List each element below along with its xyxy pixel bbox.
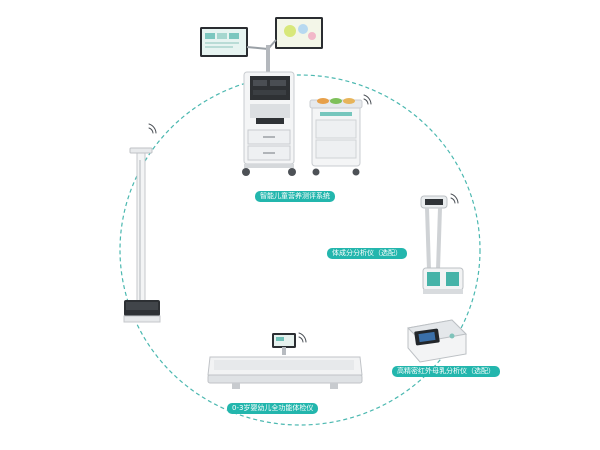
label-infant-checker: 0-3岁婴幼儿全功能体检仪 <box>227 403 319 414</box>
label-body-composition: 体成分分析仪（选配） <box>327 248 407 259</box>
wifi-icon <box>363 94 372 105</box>
right-monitor <box>275 17 323 49</box>
measurement-cabinet <box>309 98 363 176</box>
wifi-icon <box>450 193 459 204</box>
infant-checker <box>207 333 363 389</box>
wifi-icon <box>148 123 157 134</box>
connection-ring <box>119 74 481 426</box>
label-milk-analyzer: 高精密红外母乳分析仪（选配） <box>392 366 500 377</box>
label-nutrition-system: 智能儿童营养测评系统 <box>255 191 335 202</box>
body-composition-analyzer <box>420 195 464 294</box>
breast-milk-analyzer <box>406 319 468 363</box>
left-monitor <box>200 27 248 57</box>
height-measuring-rod <box>123 147 161 323</box>
wifi-icon <box>298 332 307 343</box>
nutrition-workstation <box>200 17 323 176</box>
